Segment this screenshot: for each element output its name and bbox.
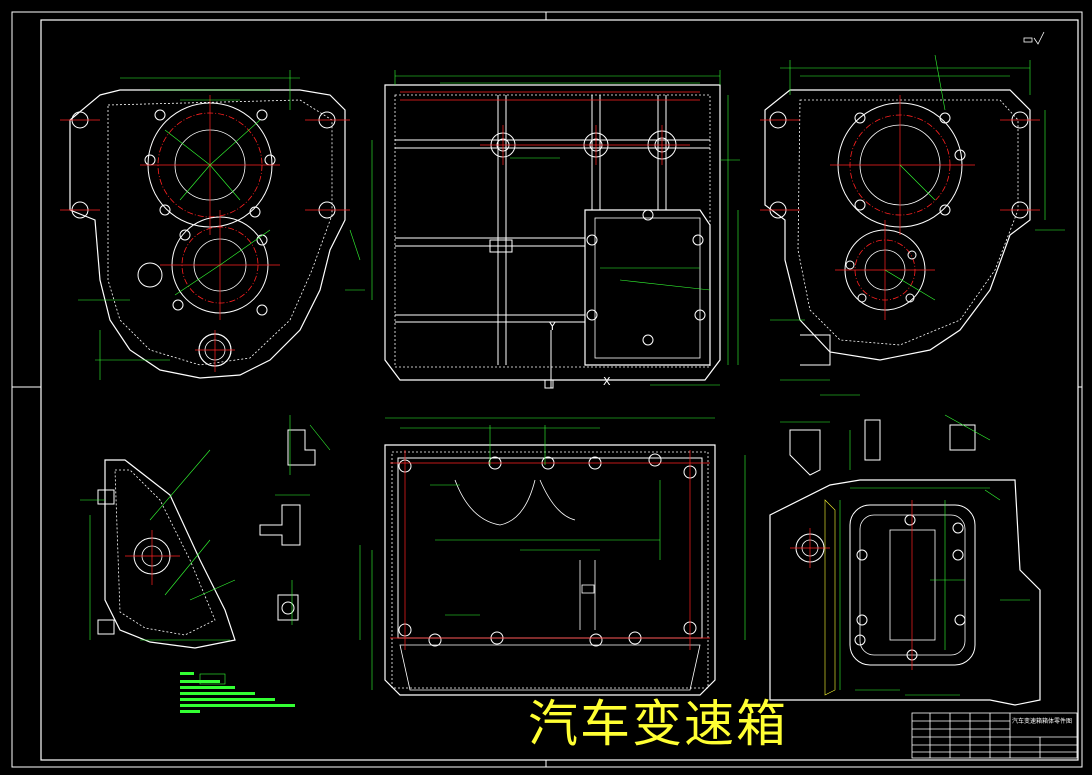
front-view-left (60, 70, 365, 380)
tech-requirements-block (180, 672, 295, 713)
drawing-title: 汽车变速箱 (528, 695, 788, 753)
bottom-view-center (359, 417, 746, 696)
section-view-left (80, 449, 236, 649)
roughness-symbol (1023, 31, 1045, 45)
title-block (911, 712, 1078, 759)
axis-y-label: Y (548, 320, 556, 333)
title-block-name: 汽车变速箱箱体零件图 (1012, 718, 1073, 725)
drawing-frame (11, 11, 1083, 768)
rear-view-right (760, 54, 1065, 396)
detail-sections (259, 419, 976, 621)
top-view-center (371, 70, 740, 389)
side-view-right (769, 479, 1041, 706)
detail-dimensions (275, 414, 991, 625)
axis-x-label: X (603, 375, 611, 388)
